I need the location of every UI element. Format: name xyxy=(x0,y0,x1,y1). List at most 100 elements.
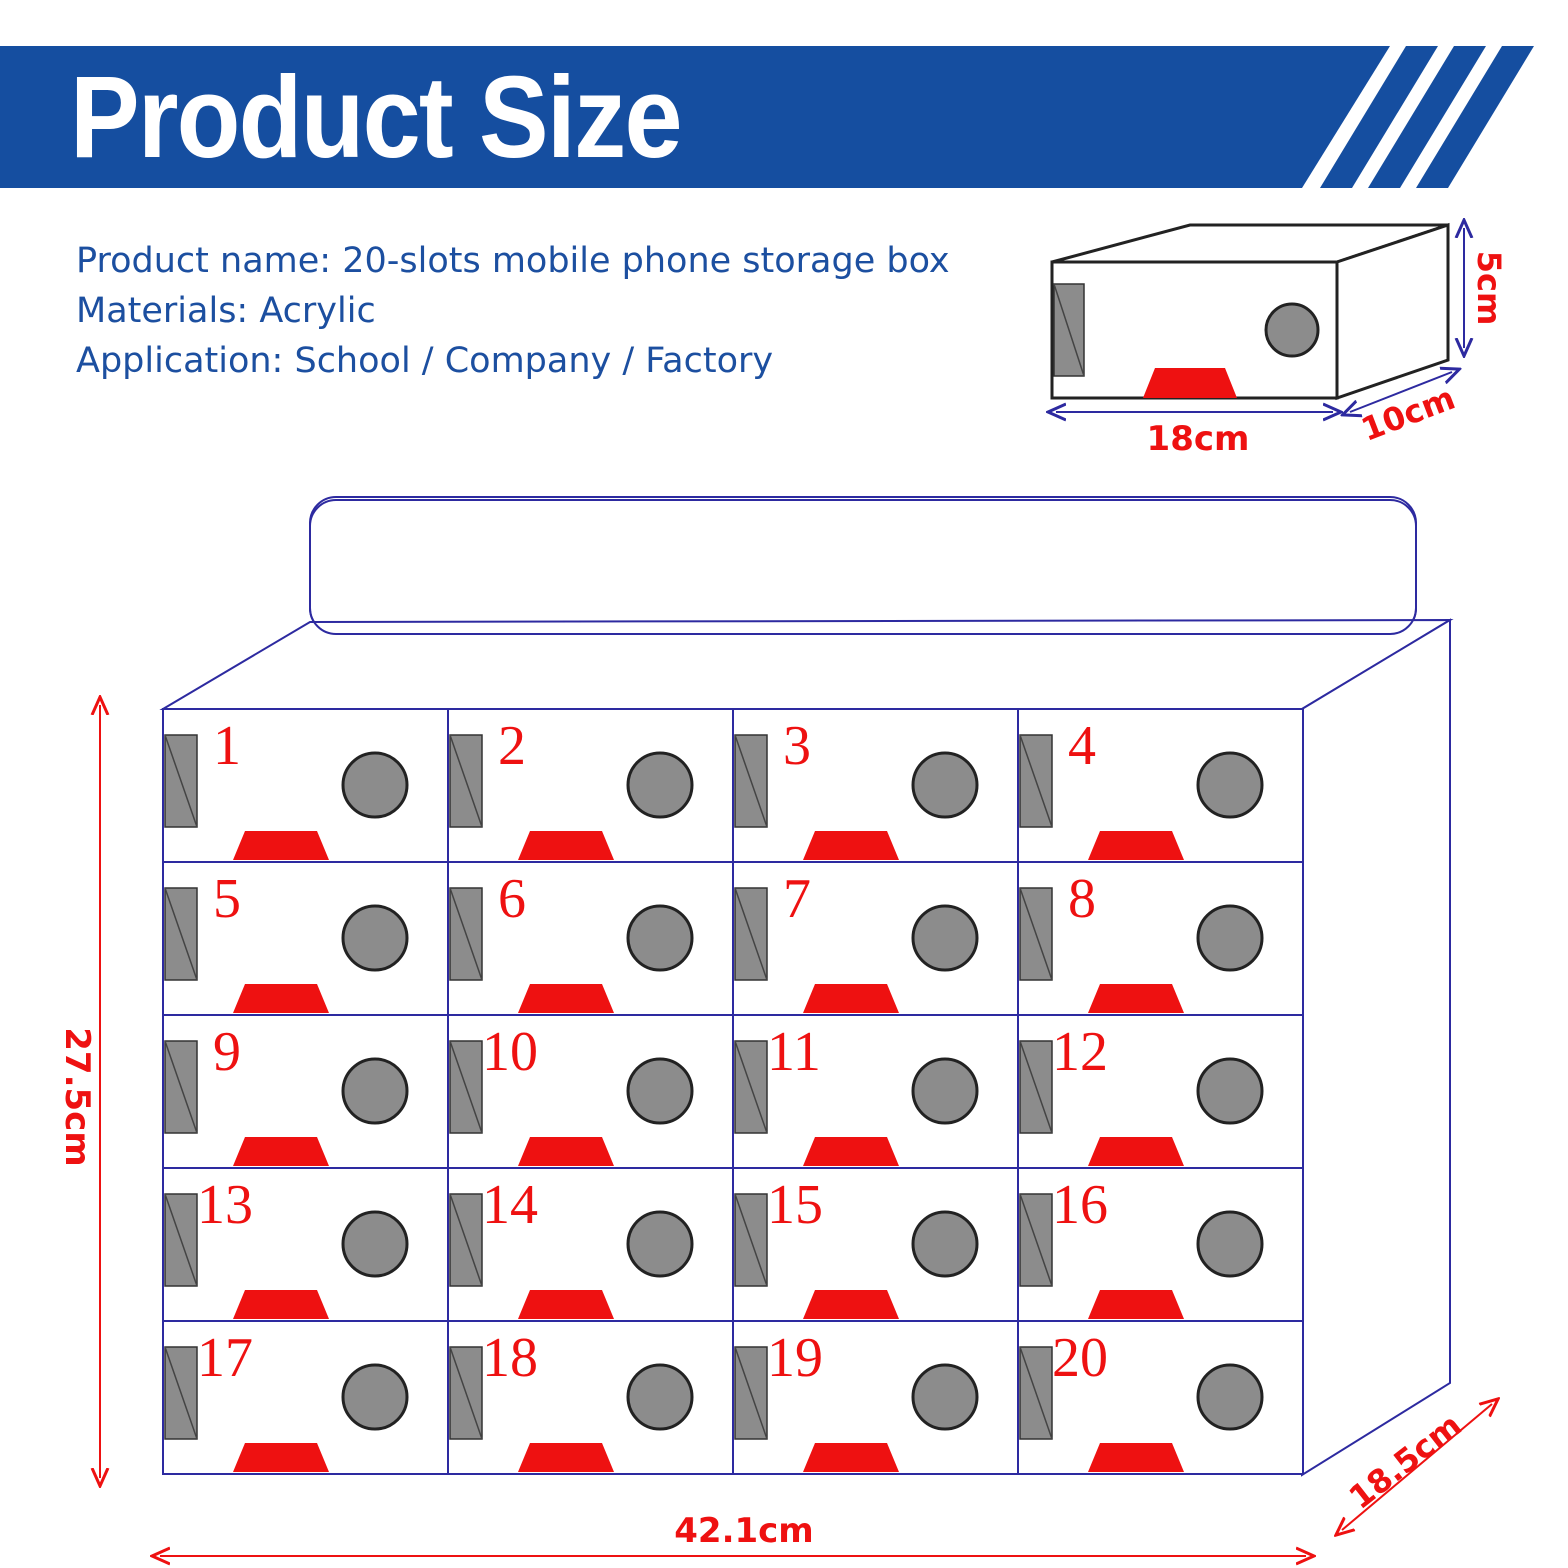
slot-notch xyxy=(1088,1290,1184,1319)
slot-notch xyxy=(518,1137,614,1166)
slot-notch xyxy=(233,1443,329,1472)
slot-2: 2 xyxy=(447,708,734,863)
slot-14: 14 xyxy=(447,1167,734,1322)
slot-5: 5 xyxy=(162,861,449,1016)
slot-panel-diagonal xyxy=(164,1040,198,1134)
cabinet-back-panel xyxy=(309,496,1417,635)
slot-7: 7 xyxy=(732,861,1019,1016)
slot-notch xyxy=(233,984,329,1013)
slot-number: 4 xyxy=(1068,715,1096,777)
slot-1: 1 xyxy=(162,708,449,863)
slot-notch xyxy=(518,1290,614,1319)
slot-11: 11 xyxy=(732,1014,1019,1169)
slot-notch xyxy=(803,1443,899,1472)
slot-4: 4 xyxy=(1017,708,1304,863)
slot-number: 13 xyxy=(197,1174,253,1236)
slot-knob xyxy=(341,1057,409,1125)
slot-number: 11 xyxy=(767,1021,821,1083)
slot-number: 8 xyxy=(1068,868,1096,930)
slot-knob xyxy=(626,904,694,972)
cabinet-back-panel-lower xyxy=(309,499,1417,635)
slot-number: 1 xyxy=(213,715,241,777)
slot-10: 10 xyxy=(447,1014,734,1169)
slot-knob xyxy=(911,1210,979,1278)
slot-panel-diagonal xyxy=(1019,887,1053,981)
slot-9: 9 xyxy=(162,1014,449,1169)
slot-notch xyxy=(1088,831,1184,860)
slot-notch xyxy=(803,984,899,1013)
slot-notch xyxy=(803,1137,899,1166)
cabinet-height-label: 27.5cm xyxy=(57,1027,97,1166)
spec-product-name: Product name: 20-slots mobile phone stor… xyxy=(76,241,950,281)
slot-knob xyxy=(1196,1363,1264,1431)
slot-knob xyxy=(911,1057,979,1125)
banner-bar xyxy=(0,46,1390,188)
single-box xyxy=(1050,222,1450,401)
slot-panel-diagonal xyxy=(1019,1040,1053,1134)
slot-knob xyxy=(911,904,979,972)
slot-knob xyxy=(1196,751,1264,819)
slot-12: 12 xyxy=(1017,1014,1304,1169)
slot-knob xyxy=(626,751,694,819)
slot-19: 19 xyxy=(732,1320,1019,1475)
slot-notch xyxy=(803,1290,899,1319)
slot-panel-diagonal xyxy=(734,1346,768,1440)
slot-notch xyxy=(233,1137,329,1166)
slot-number: 2 xyxy=(498,715,526,777)
slot-panel-diagonal xyxy=(449,1040,483,1134)
slot-3: 3 xyxy=(732,708,1019,863)
slot-15: 15 xyxy=(732,1167,1019,1322)
slot-number: 9 xyxy=(213,1021,241,1083)
slot-knob xyxy=(1196,1210,1264,1278)
cabinet-width-label: 42.1cm xyxy=(674,1511,813,1551)
slot-panel-diagonal xyxy=(734,734,768,828)
slot-panel-diagonal xyxy=(1019,1193,1053,1287)
slot-knob xyxy=(626,1363,694,1431)
slot-notch xyxy=(803,831,899,860)
single-depth-arrow xyxy=(1350,372,1452,412)
slot-knob xyxy=(341,1363,409,1431)
slot-knob xyxy=(341,1210,409,1278)
page-title: Product Size xyxy=(70,52,683,182)
slot-number: 10 xyxy=(482,1021,538,1083)
cabinet-depth-arrow xyxy=(1342,1404,1492,1530)
slot-knob xyxy=(626,1057,694,1125)
slot-number: 3 xyxy=(783,715,811,777)
slot-17: 17 xyxy=(162,1320,449,1475)
slot-6: 6 xyxy=(447,861,734,1016)
slot-8: 8 xyxy=(1017,861,1304,1016)
slot-knob xyxy=(911,1363,979,1431)
single-box-notch xyxy=(1143,368,1237,398)
slot-panel-diagonal xyxy=(449,887,483,981)
slot-panel-diagonal xyxy=(1019,1346,1053,1440)
slot-panel-diagonal xyxy=(164,887,198,981)
slot-panel-diagonal xyxy=(734,1040,768,1134)
slot-panel-diagonal xyxy=(449,1346,483,1440)
spec-materials: Materials: Acrylic xyxy=(76,291,376,331)
slot-knob xyxy=(341,751,409,819)
banner-stripe-1 xyxy=(1320,46,1438,188)
slot-panel-diagonal xyxy=(734,1193,768,1287)
header-banner xyxy=(0,46,1534,188)
banner-stripe-3 xyxy=(1416,46,1534,188)
single-box-knob xyxy=(1264,302,1320,358)
spec-application: Application: School / Company / Factory xyxy=(76,341,774,381)
slot-13: 13 xyxy=(162,1167,449,1322)
slot-notch xyxy=(233,831,329,860)
slot-number: 18 xyxy=(482,1327,538,1389)
slot-panel-diagonal xyxy=(449,1193,483,1287)
slot-number: 6 xyxy=(498,868,526,930)
slot-notch xyxy=(1088,1443,1184,1472)
slot-panel-diagonal xyxy=(164,1193,198,1287)
slot-20: 20 xyxy=(1017,1320,1304,1475)
slot-number: 16 xyxy=(1052,1174,1108,1236)
slot-notch xyxy=(518,1443,614,1472)
slot-knob xyxy=(911,751,979,819)
slot-panel-diagonal xyxy=(734,887,768,981)
slot-16: 16 xyxy=(1017,1167,1304,1322)
slot-number: 7 xyxy=(783,868,811,930)
slot-panel-diagonal xyxy=(1019,734,1053,828)
slot-notch xyxy=(1088,1137,1184,1166)
